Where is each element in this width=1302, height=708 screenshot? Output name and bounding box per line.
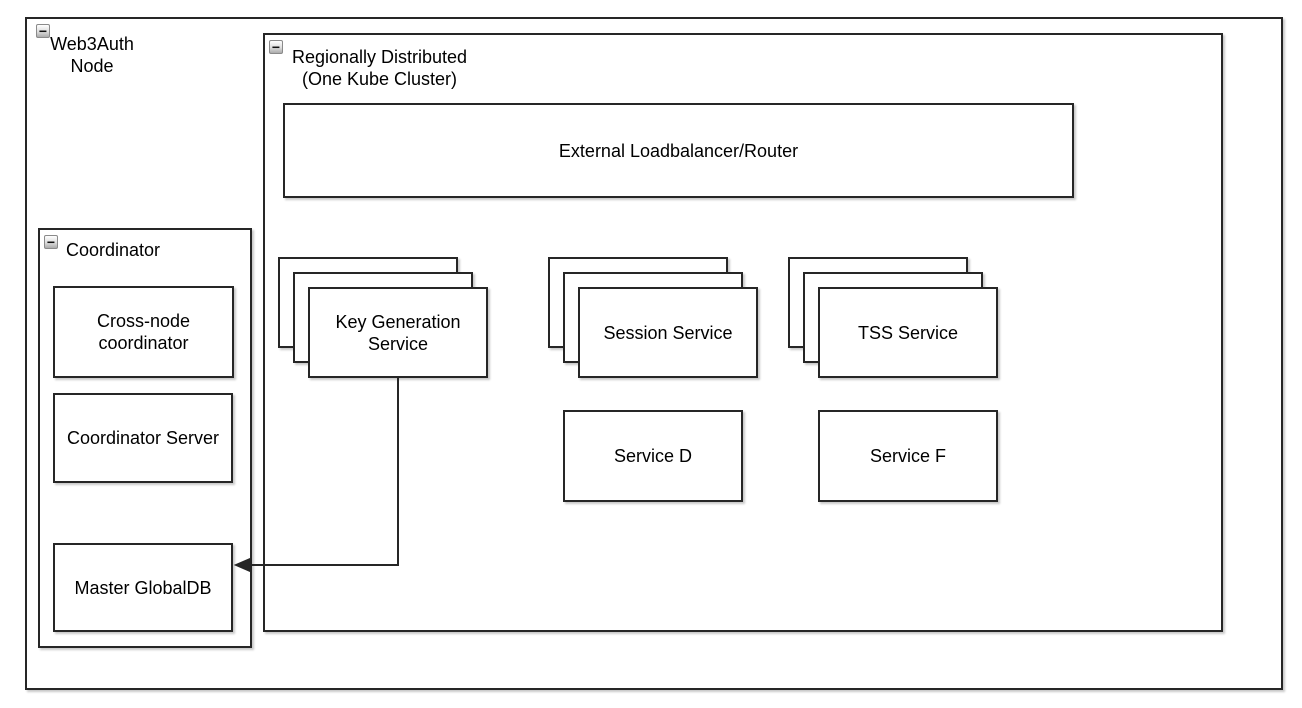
node-label: Service D [613,446,693,466]
node-label: Session Service [603,322,733,343]
container-regionally-distributed[interactable]: − Regionally Distributed (One Kube Clust… [263,33,1223,632]
web3auth-node-label-line1: Web3Auth [50,34,134,54]
container-web3auth-node[interactable]: − Web3Auth Node − Coordinator Cross-node… [25,17,1283,690]
node-cross-node-coordinator[interactable]: Cross-node coordinator [53,286,234,378]
collapse-icon[interactable]: − [269,40,283,54]
node-label: Master GlobalDB [74,577,212,598]
web3auth-node-label-line2: Node [70,56,114,76]
node-service-d[interactable]: Service D [563,410,743,502]
node-label: Key Generation Service [335,311,461,354]
minus-icon: − [46,233,56,250]
regionally-distributed-label-line1: Regionally Distributed [291,47,468,67]
node-tss-service[interactable]: TSS Service [818,287,998,378]
coordinator-label-text: Coordinator [66,240,161,260]
minus-icon: − [38,22,48,39]
coordinator-label: Coordinator [66,239,160,261]
node-label: Service F [869,446,947,466]
web3auth-node-label: Web3Auth Node [32,33,152,77]
node-external-loadbalancer[interactable]: External Loadbalancer/Router [283,103,1074,198]
collapse-icon[interactable]: − [44,235,58,249]
regionally-distributed-label: Regionally Distributed (One Kube Cluster… [287,46,472,90]
container-coordinator[interactable]: − Coordinator Cross-node coordinator Coo… [38,228,252,648]
node-label: TSS Service [857,322,959,343]
collapse-icon[interactable]: − [36,24,50,38]
regionally-distributed-label-line2: (One Kube Cluster) [301,69,458,89]
minus-icon: − [271,38,281,55]
node-session-service[interactable]: Session Service [578,287,758,378]
node-label: External Loadbalancer/Router [558,140,799,161]
node-label: Cross-node coordinator [96,311,191,353]
node-label: Coordinator Server [66,428,220,448]
node-key-generation-service[interactable]: Key Generation Service [308,287,488,378]
node-service-f[interactable]: Service F [818,410,998,502]
node-coordinator-server[interactable]: Coordinator Server [53,393,233,483]
node-master-globaldb[interactable]: Master GlobalDB [53,543,233,632]
